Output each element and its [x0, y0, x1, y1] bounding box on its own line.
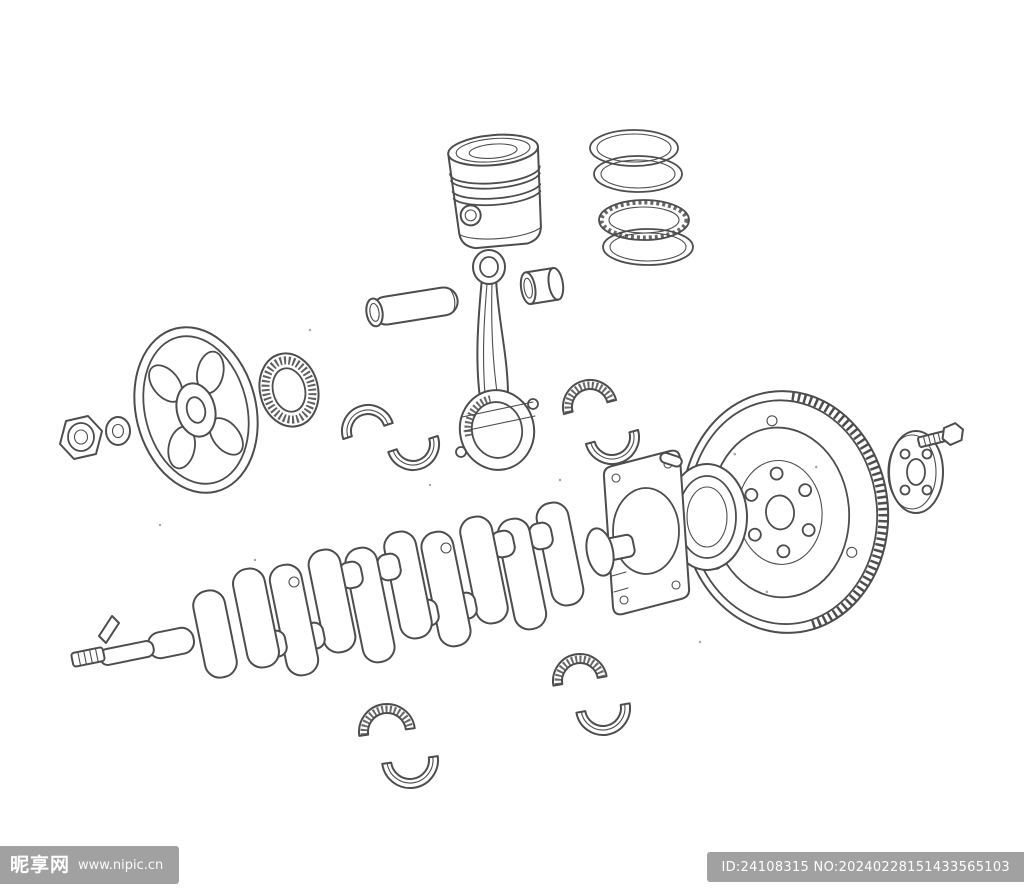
connecting-rod [455, 249, 539, 471]
output-flange [887, 430, 944, 514]
crank-pulley [133, 326, 259, 494]
rod-bearing-shells-lower [552, 653, 631, 736]
small-end-bushing [519, 266, 565, 306]
crankshaft [70, 501, 636, 679]
watermark-site-text: www.nipic.cn [78, 857, 164, 873]
woodruff-key [659, 451, 683, 468]
main-bearing-shells-lower [358, 703, 439, 789]
main-bearing-shells-upper [341, 404, 440, 471]
piston [447, 133, 542, 250]
flange-bolt [917, 422, 964, 448]
flywheel [680, 390, 890, 634]
watermark-id-bar: ID:24108315 NO:20240228151433565103 [707, 852, 1024, 882]
hex-nut [59, 415, 103, 460]
nipic-logo: 昵享网 [10, 853, 71, 876]
seal-retainer-plate [602, 449, 691, 616]
stipple-texture [158, 328, 702, 644]
watermark-left: 昵享网 www.nipic.cn [0, 846, 180, 884]
piston-pin [365, 286, 459, 328]
washer [105, 416, 131, 446]
watermark-id-text: ID:24108315 NO:20240228151433565103 [721, 859, 1010, 875]
rod-bearing-shells [562, 379, 640, 465]
piston-rings [589, 129, 694, 266]
front-oil-seal [258, 352, 320, 428]
